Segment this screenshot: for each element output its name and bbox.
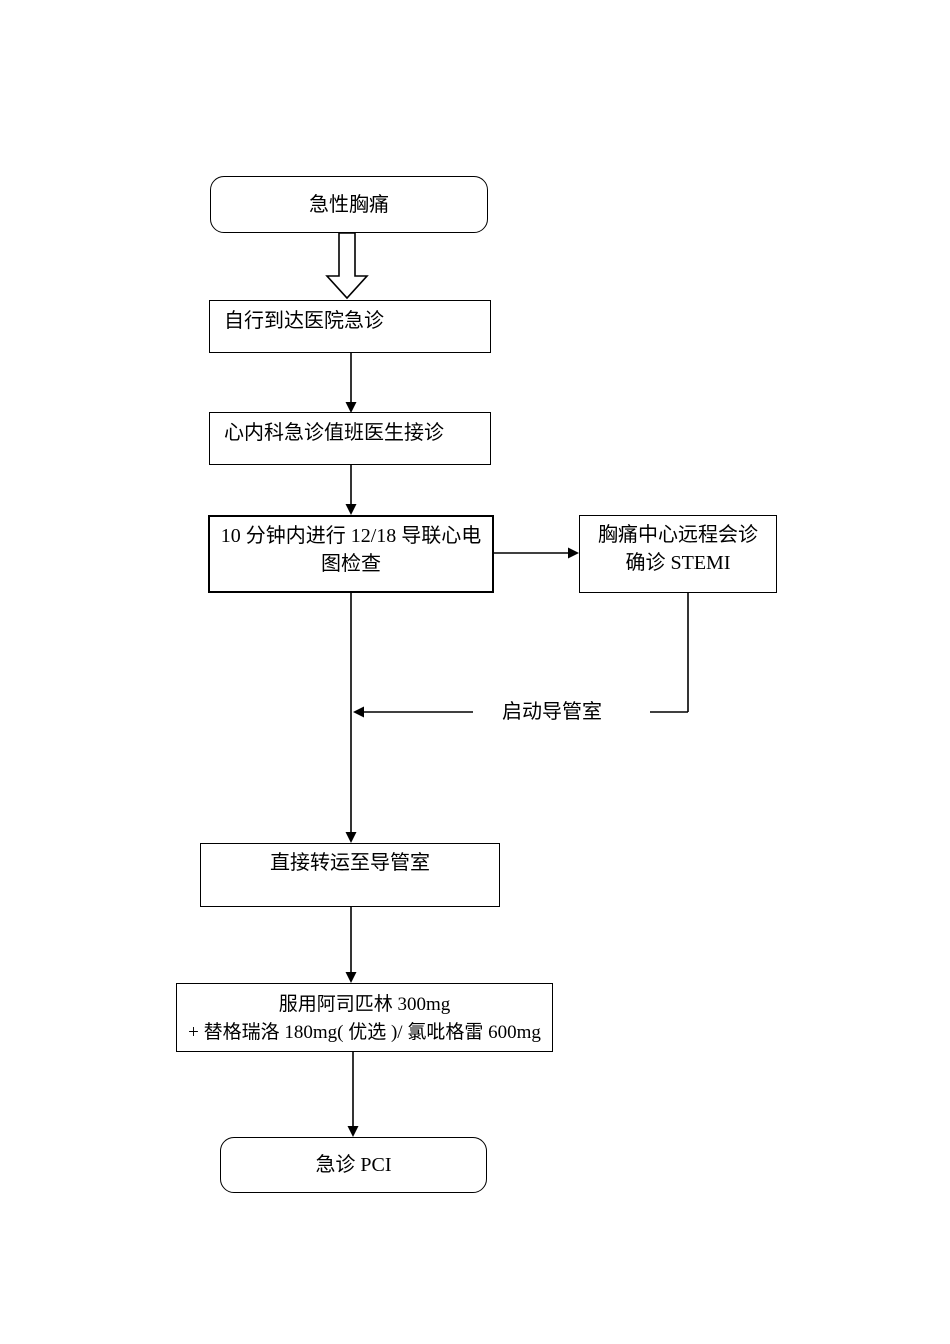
- node-acute-chest-pain: 急性胸痛: [210, 176, 488, 233]
- node-transfer-cath-lab: 直接转运至导管室: [200, 843, 500, 907]
- node-remote-consult-line1: 胸痛中心远程会诊: [598, 524, 758, 546]
- node-ecg-check-line2: 图检查: [321, 553, 381, 575]
- node-ecg-check-line1: 10 分钟内进行 12/18 导联心电: [220, 525, 482, 547]
- node-cardiology-reception-label: 心内科急诊值班医生接诊: [224, 422, 444, 444]
- node-medication-line2: + 替格瑞洛 180mg( 优选 )/ 氯吡格雷 600mg: [188, 1022, 541, 1043]
- node-medication-line1: 服用阿司匹林 300mg: [278, 994, 451, 1015]
- node-ecg-check: 10 分钟内进行 12/18 导联心电 图检查: [208, 515, 494, 593]
- node-remote-consult: 胸痛中心远程会诊 确诊 STEMI: [579, 515, 777, 593]
- node-emergency-pci: 急诊 PCI: [220, 1137, 487, 1193]
- node-self-arrival: 自行到达医院急诊: [209, 300, 491, 353]
- node-transfer-cath-lab-label: 直接转运至导管室: [270, 852, 430, 874]
- block-down-arrow-icon: [325, 232, 369, 300]
- node-self-arrival-label: 自行到达医院急诊: [224, 310, 384, 332]
- node-cardiology-reception: 心内科急诊值班医生接诊: [209, 412, 491, 465]
- edge-label-activate-cath-lab: 启动导管室: [487, 700, 617, 724]
- node-medication: 服用阿司匹林 300mg + 替格瑞洛 180mg( 优选 )/ 氯吡格雷 60…: [176, 983, 553, 1052]
- node-remote-consult-line2: 确诊 STEMI: [625, 552, 731, 574]
- node-acute-chest-pain-label: 急性胸痛: [309, 193, 389, 216]
- node-emergency-pci-label: 急诊 PCI: [315, 1154, 392, 1176]
